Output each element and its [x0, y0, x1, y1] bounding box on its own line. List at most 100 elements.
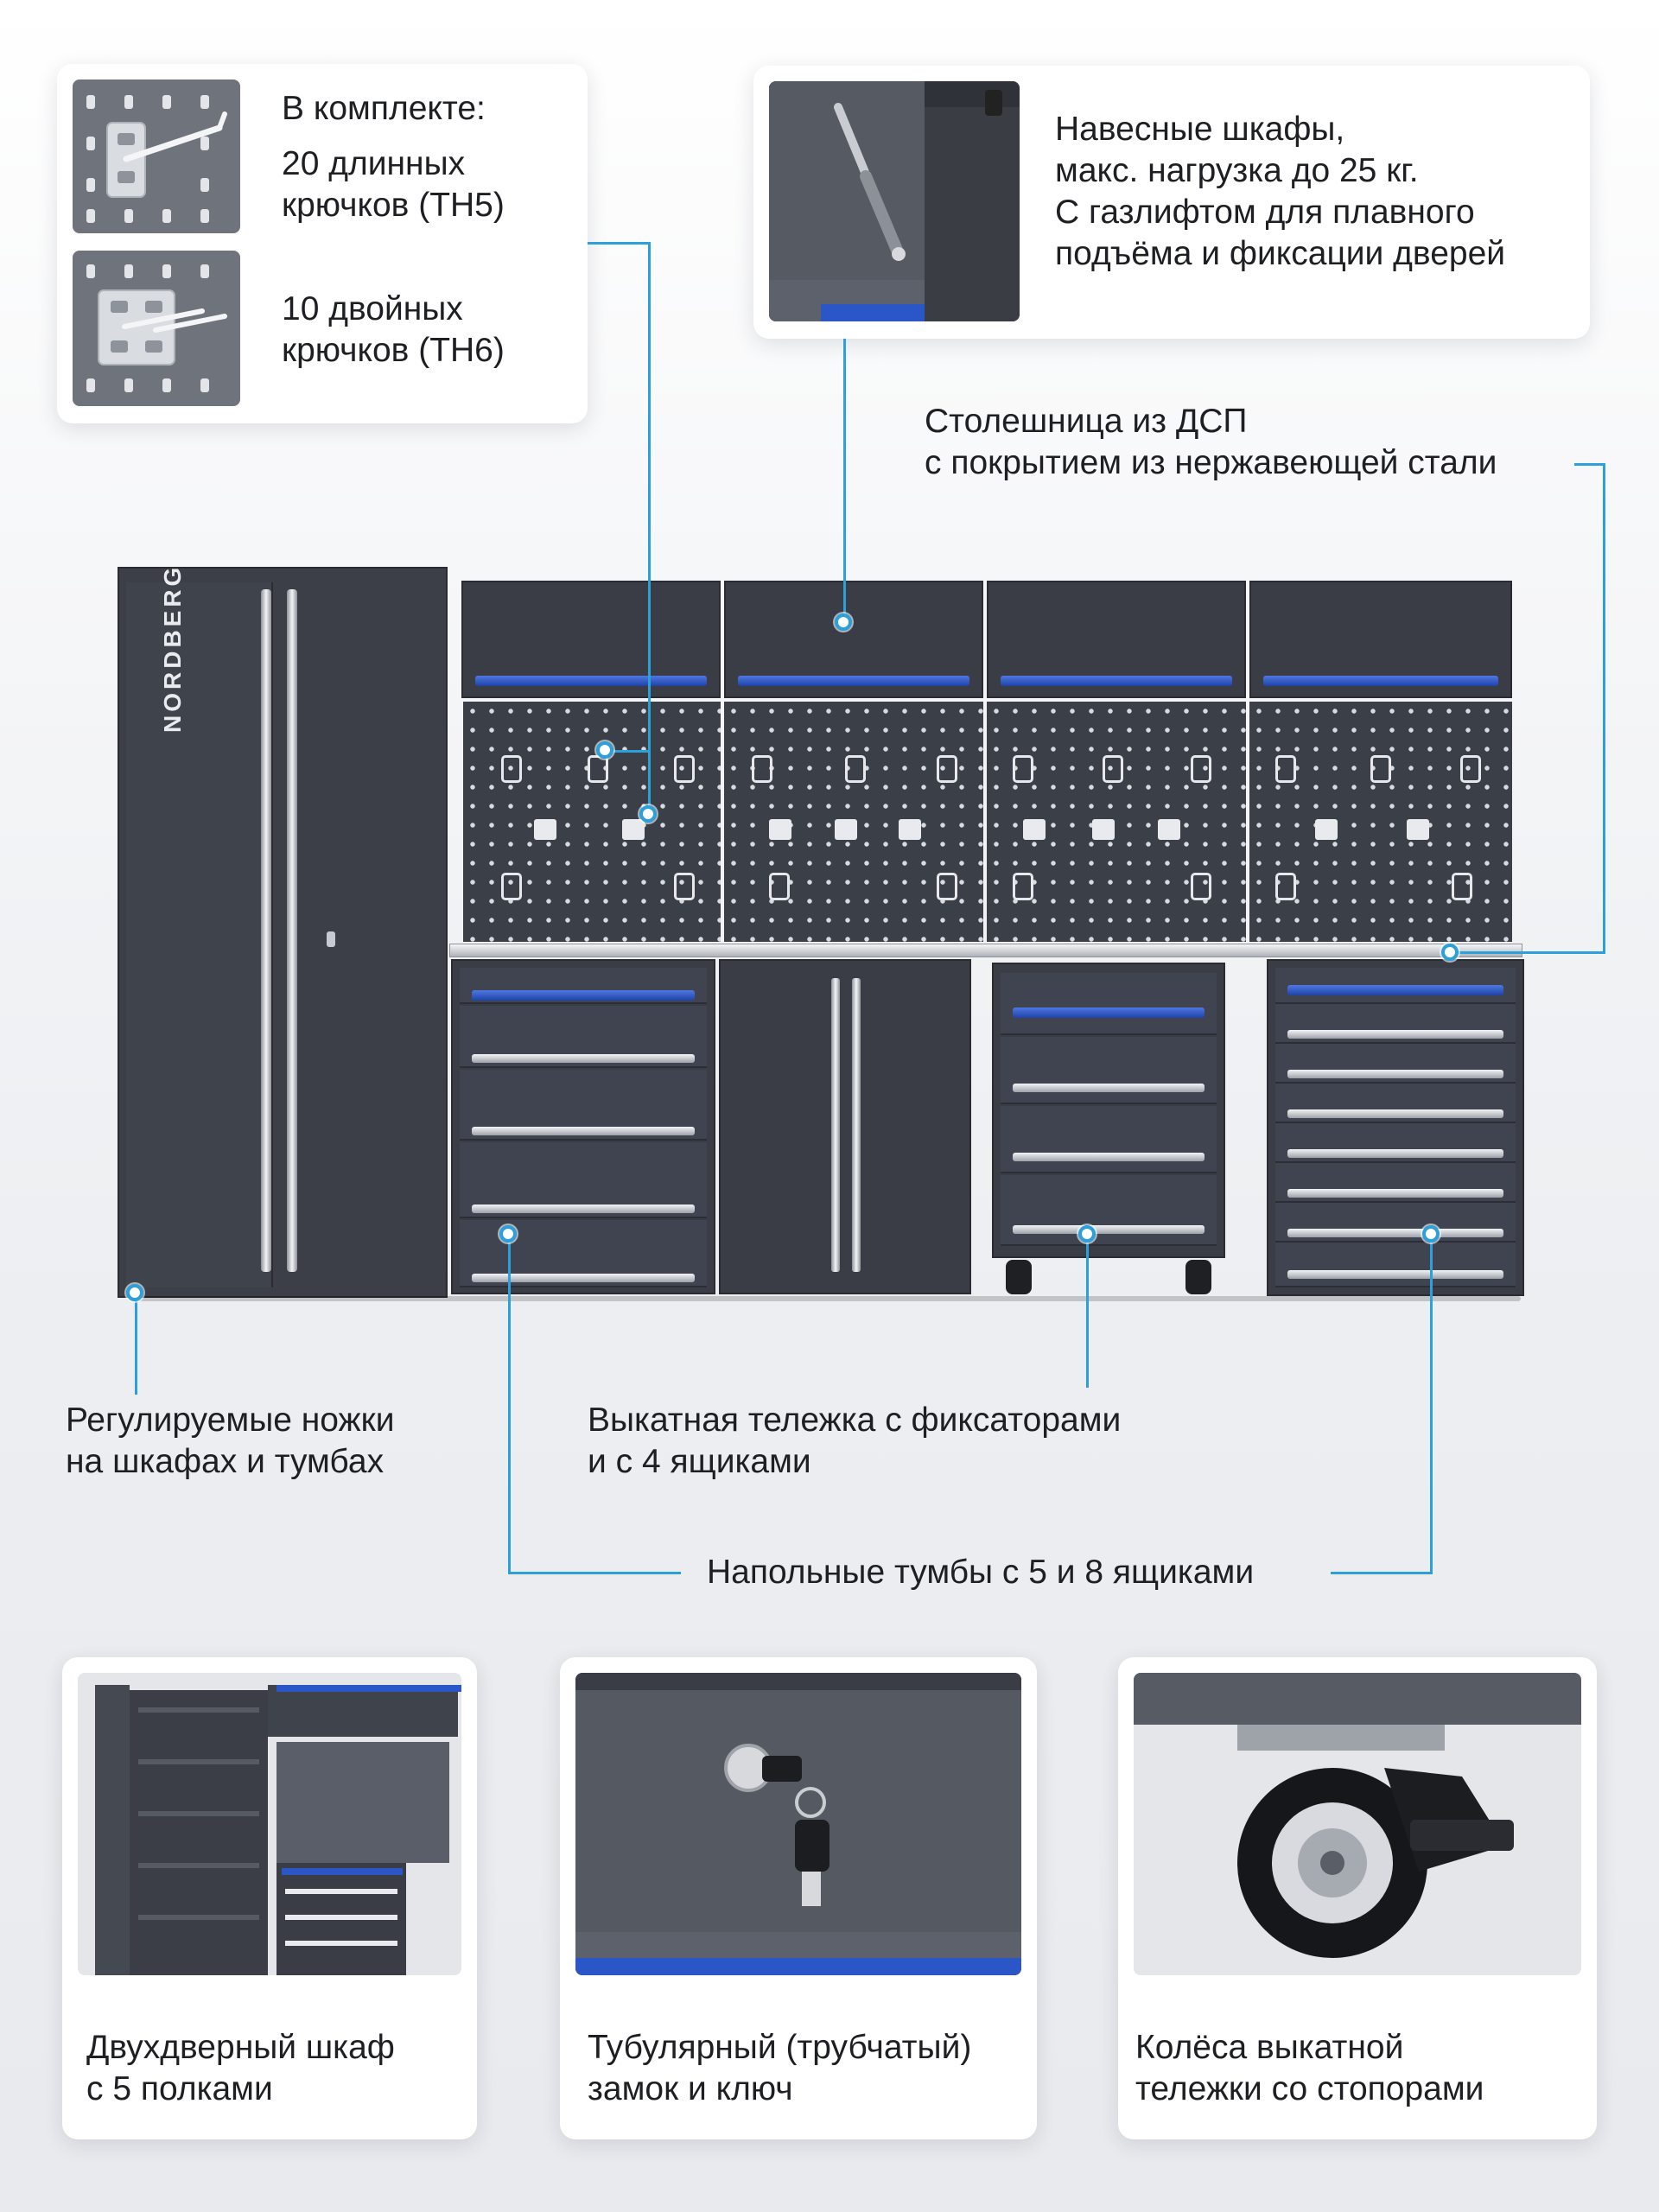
tubular-lock-line2: замок и ключ — [588, 2070, 793, 2107]
callout-dot — [1078, 1225, 1096, 1243]
double-hook — [622, 819, 645, 840]
floor-unit-5-drawers — [451, 959, 715, 1294]
wall-cabinet-3 — [987, 581, 1246, 698]
trolley-line1: Выкатная тележка с фиксаторами — [588, 1402, 1122, 1439]
double-hook — [835, 819, 857, 840]
trolley-wheel-photo — [1134, 1673, 1581, 1975]
connector-line — [1574, 463, 1605, 466]
trolley-line2: и с 4 ящиками — [588, 1443, 811, 1480]
floor-units-line1: Напольные тумбы с 5 и 8 ящиками — [707, 1554, 1255, 1591]
callout-dot — [835, 613, 852, 631]
hook — [937, 873, 957, 900]
wall-cabinets-line1: Навесные шкафы, — [1055, 111, 1345, 148]
connector-line — [605, 750, 650, 753]
callout-dot — [1441, 944, 1459, 961]
hook — [501, 873, 522, 900]
hook — [769, 873, 790, 900]
tall-cabinet-handle-right — [287, 589, 297, 1272]
tall-cabinet: NORDBERG — [118, 563, 448, 1298]
door-handle-right — [852, 978, 861, 1272]
wall-cabinets-callout-card: Навесные шкафы, макс. нагрузка до 25 кг.… — [753, 66, 1590, 339]
hook — [1452, 873, 1472, 900]
double-hook — [1092, 819, 1115, 840]
double-hook — [1315, 819, 1338, 840]
tall-cabinet-lock — [327, 931, 335, 947]
gas-lift-photo — [769, 81, 1020, 321]
kit-item2-line1: 10 двойных — [282, 290, 463, 327]
wall-cabinets-line3: С газлифтом для плавного — [1055, 194, 1475, 231]
double-hook — [1023, 819, 1046, 840]
hook — [1191, 873, 1211, 900]
connector-line — [508, 1237, 511, 1574]
callout-dot — [126, 1284, 143, 1301]
tubular-lock-card: Тубулярный (трубчатый) замок и ключ — [560, 1657, 1037, 2139]
connector-line — [588, 242, 650, 245]
double-hook — [534, 819, 556, 840]
wheels-line2: тележки со стопорами — [1135, 2070, 1484, 2107]
double-door-cabinet-card: Двухдверный шкаф с 5 полками — [62, 1657, 477, 2139]
hook — [1370, 755, 1391, 783]
feet-line2: на шкафах и тумбах — [66, 1443, 385, 1480]
hook — [1275, 755, 1296, 783]
double-door-line1: Двухдверный шкаф — [86, 2029, 395, 2066]
worktop-line1: Столешница из ДСП — [925, 403, 1248, 440]
callout-dot — [1422, 1225, 1440, 1243]
hook — [937, 755, 957, 783]
connector-line — [1603, 463, 1605, 954]
tubular-lock-photo — [575, 1673, 1021, 1975]
trolley-wheels-card: Колёса выкатной тележки со стопорами — [1118, 1657, 1597, 2139]
hook — [674, 873, 695, 900]
connector-line — [648, 242, 651, 812]
hook — [674, 755, 695, 783]
pegboard-1 — [463, 702, 721, 942]
tall-cabinet-left-door — [126, 582, 273, 1287]
wheels-line1: Колёса выкатной — [1135, 2029, 1404, 2066]
double-door-cabinet-photo — [78, 1673, 461, 1975]
connector-line — [1331, 1572, 1433, 1574]
wall-cabinet-1 — [461, 581, 721, 698]
trolley-wheel-left — [1006, 1260, 1032, 1294]
connector-line — [508, 1572, 681, 1574]
kit-item1-line1: 20 длинных — [282, 145, 466, 182]
connector-line — [135, 1296, 137, 1395]
connector-line — [1086, 1236, 1089, 1388]
double-hook — [1158, 819, 1180, 840]
connector-line — [843, 339, 846, 617]
wall-cabinets-line4: подъёма и фиксации дверей — [1055, 235, 1506, 272]
kit-item1-line2: крючков (TH5) — [282, 187, 505, 224]
hook — [501, 755, 522, 783]
stainless-worktop — [449, 944, 1522, 957]
hook — [845, 755, 866, 783]
brand-logo: NORDBERG — [159, 563, 186, 733]
double-door-line2: с 5 полками — [86, 2070, 273, 2107]
floor-shadow — [130, 1296, 1521, 1301]
kit-title: В комплекте: — [282, 90, 486, 127]
door-handle-left — [831, 978, 840, 1272]
hook — [1275, 873, 1296, 900]
hook — [1460, 755, 1481, 783]
kit-callout-card: В комплекте: 20 длинных крючков (TH5) 10… — [57, 64, 588, 423]
callout-dot — [499, 1225, 517, 1243]
trolley-wheel-right — [1185, 1260, 1211, 1294]
double-hook — [1407, 819, 1429, 840]
hook — [1013, 755, 1033, 783]
wall-cabinets-line2: макс. нагрузка до 25 кг. — [1055, 152, 1419, 189]
floor-unit-8-drawers — [1267, 959, 1524, 1296]
tubular-lock-line1: Тубулярный (трубчатый) — [588, 2029, 972, 2066]
hook — [588, 755, 608, 783]
hook — [1103, 755, 1123, 783]
callout-dot — [596, 741, 613, 759]
tall-cabinet-handle-left — [261, 589, 271, 1272]
double-hook — [769, 819, 791, 840]
connector-line — [1430, 1236, 1433, 1574]
hook — [1191, 755, 1211, 783]
wall-cabinet-2 — [724, 581, 983, 698]
double-hook — [899, 819, 921, 840]
pegboard-4 — [1249, 702, 1512, 942]
long-hook-photo — [73, 79, 240, 233]
hook — [752, 755, 772, 783]
connector-line — [1455, 951, 1604, 954]
floor-unit-doors — [719, 959, 971, 1294]
double-hook-photo — [73, 251, 240, 406]
